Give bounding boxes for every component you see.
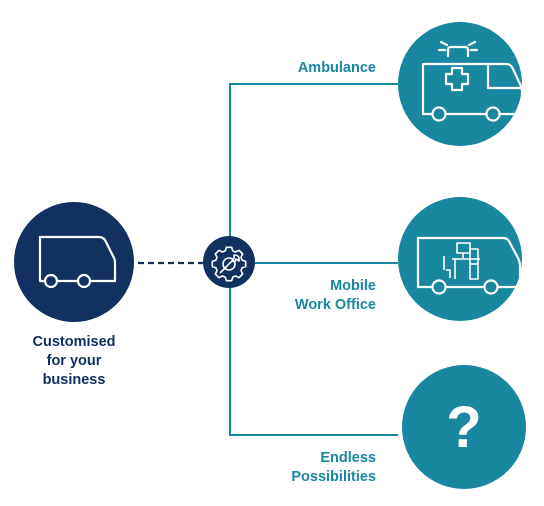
- endless-possibilities-node: ?: [402, 365, 526, 489]
- endless-possibilities-label: Endless Possibilities: [291, 450, 376, 485]
- office-interior-icon: [443, 242, 480, 280]
- office-van-icon: [416, 236, 522, 295]
- source-label: Customised for your business: [32, 334, 116, 388]
- ambulance-node: [398, 22, 524, 146]
- van-icon: [38, 235, 117, 289]
- connector-lines: [138, 83, 398, 436]
- hub-node: [203, 236, 255, 288]
- ambulance-circle: [398, 22, 522, 146]
- source-circle: [14, 202, 134, 322]
- mobile-work-office-node: [398, 197, 522, 321]
- ambulance-icon: [421, 40, 524, 122]
- gear-wrench-icon: [211, 246, 247, 282]
- ambulance-label: Ambulance: [297, 60, 376, 76]
- endless-possibilities-circle: [402, 365, 526, 489]
- source-node: [14, 202, 134, 322]
- mobile-work-office-label: Mobile Work Office: [294, 278, 376, 313]
- question-mark-icon: ?: [446, 395, 481, 460]
